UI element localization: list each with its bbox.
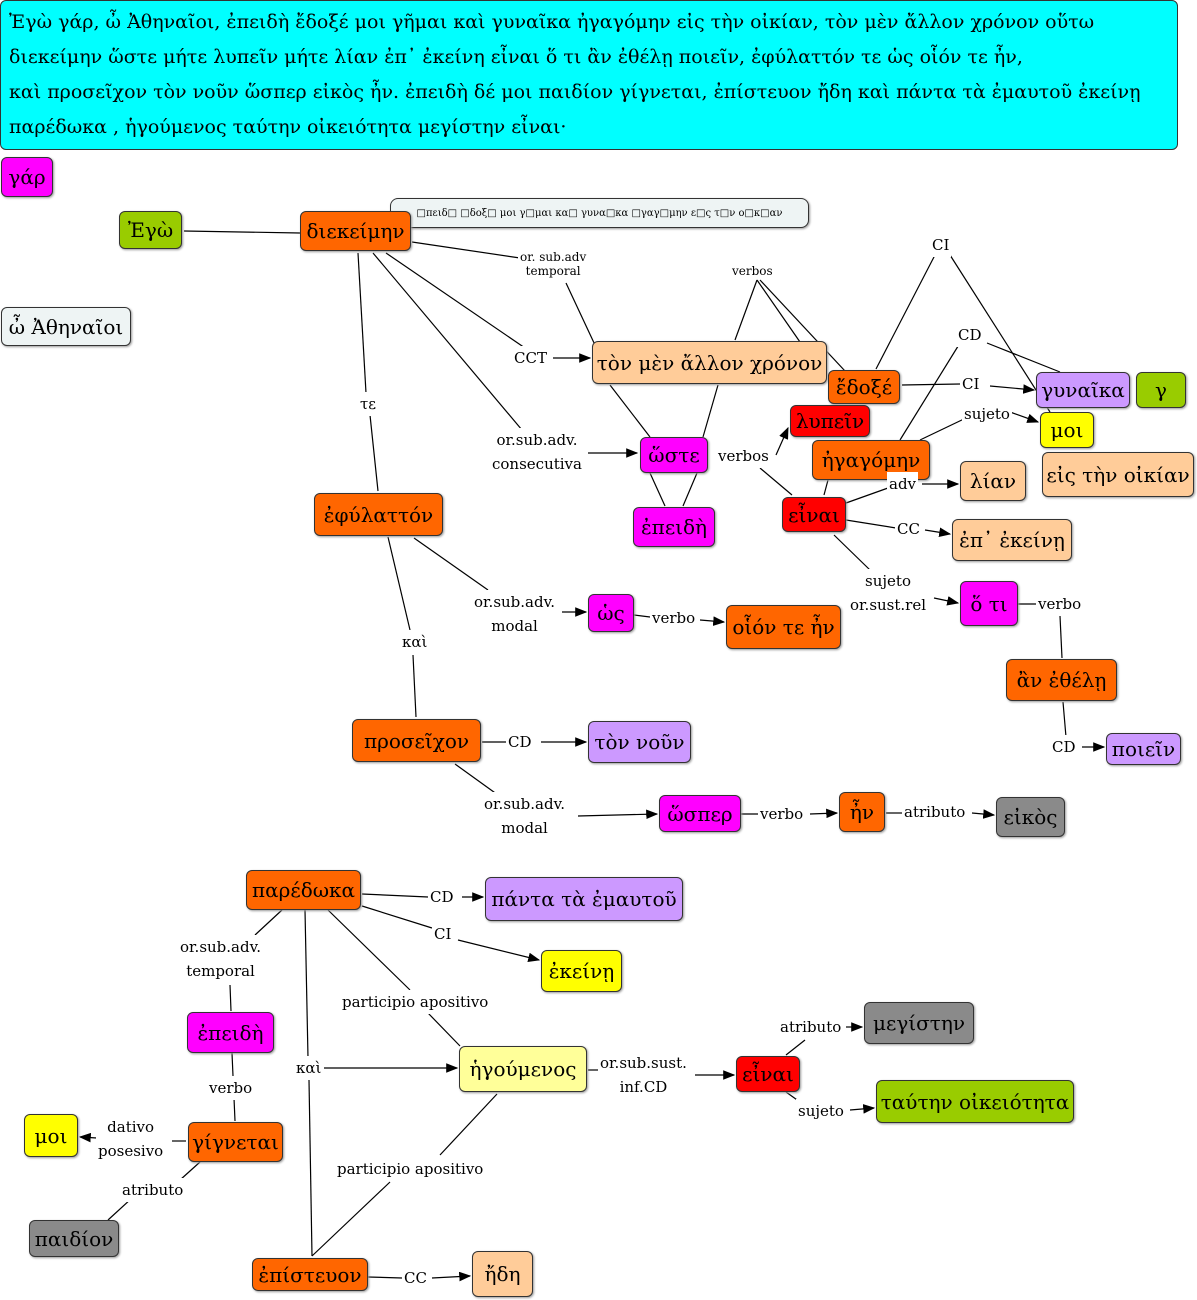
link-label: CI xyxy=(930,233,952,257)
link-label: verbo xyxy=(650,606,698,630)
node-poiein[interactable]: ποιεῖν xyxy=(1106,733,1181,765)
link-label: participio apositivo xyxy=(335,1157,486,1181)
node-paidion[interactable]: παιδίον xyxy=(29,1220,119,1257)
node-moi[interactable]: μοι xyxy=(1040,412,1094,448)
link-label: participio apositivo xyxy=(340,990,491,1014)
node-paredoka[interactable]: παρέδωκα xyxy=(246,870,361,910)
link-label: sujeto xyxy=(796,1099,846,1123)
link-label: καὶ xyxy=(294,1056,324,1080)
node-edoxe[interactable]: ἔδοξέ xyxy=(828,370,900,404)
node-hosper[interactable]: ὥσπερ xyxy=(659,795,741,832)
node-chronon[interactable]: τὸν μὲν ἄλλον χρόνον xyxy=(592,341,827,384)
node-megisten[interactable]: μεγίστην xyxy=(864,1002,974,1044)
node-hoti[interactable]: ὅ τι xyxy=(960,581,1018,626)
link-label: verbos xyxy=(716,444,771,468)
sentence-line: Ἐγὼ γάρ, ὦ Ἀθηναῖοι, ἐπειδὴ ἔδοξέ μοι γῆ… xyxy=(9,11,1095,33)
link-label: CD xyxy=(428,885,456,909)
link-label: atributo xyxy=(778,1015,844,1039)
link-label: atributo xyxy=(120,1178,186,1202)
node-en[interactable]: ἦν xyxy=(839,792,885,832)
sentence-line: διεκείμην ὥστε μήτε λυπεῖν μήτε λίαν ἐπ᾽… xyxy=(9,46,1023,68)
link-label: καὶ xyxy=(400,630,430,654)
sentence-line: καὶ προσεῖχον τὸν νοῦν ὥσπερ εἰκὸς ἦν. ἐ… xyxy=(9,81,1141,103)
node-epeide[interactable]: ἐπειδὴ xyxy=(633,507,715,547)
node-eikos[interactable]: εἰκὸς xyxy=(996,797,1065,837)
node-oikian[interactable]: εἰς τὴν οἰκίαν xyxy=(1042,452,1194,497)
node-noun[interactable]: τὸν νοῦν xyxy=(588,721,691,763)
node-episteuon[interactable]: ἐπίστευον xyxy=(252,1258,368,1291)
node-hoste[interactable]: ὥστε xyxy=(640,437,708,473)
link-label: or.sub.adv. modal xyxy=(472,590,558,638)
link-label: or.sub.adv. temporal xyxy=(178,935,264,983)
link-label: CCT xyxy=(512,346,549,370)
link-label: CI xyxy=(960,372,982,396)
node-hos[interactable]: ὡς xyxy=(588,594,634,632)
node-einai[interactable]: εἶναι xyxy=(782,497,846,532)
node-panta[interactable]: πάντα τὰ ἐμαυτοῦ xyxy=(485,877,683,921)
node-ego[interactable]: Ἐγὼ xyxy=(119,211,182,249)
link-label: or.sub.adv. modal xyxy=(482,792,568,840)
node-gar[interactable]: γάρ xyxy=(1,157,53,197)
link-label: CI xyxy=(432,922,454,946)
node-moi-2[interactable]: μοι xyxy=(24,1114,78,1157)
node-lian[interactable]: λίαν xyxy=(960,461,1026,501)
node-diekeimen[interactable]: διεκείμην xyxy=(300,211,411,251)
node-hegoumenos[interactable]: ἡγούμενος xyxy=(459,1046,587,1092)
node-proseichon[interactable]: προσεῖχον xyxy=(352,719,481,762)
link-label: sujeto xyxy=(962,402,1012,426)
link-label: or.sub.sust. inf.CD xyxy=(598,1051,689,1099)
link-label: verbos xyxy=(730,264,775,278)
link-label: dativo posesivo xyxy=(96,1115,166,1163)
node-ede[interactable]: ἤδη xyxy=(472,1251,533,1297)
sentence-text: Ἐγὼ γάρ, ὦ Ἀθηναῖοι, ἐπειδὴ ἔδοξέ μοι γῆ… xyxy=(0,0,1178,150)
node-einai-2[interactable]: εἶναι xyxy=(736,1056,800,1092)
node-athenaioi[interactable]: ὦ Ἀθηναῖοι xyxy=(1,307,131,346)
node-gynaika[interactable]: γυναῖκα xyxy=(1036,372,1130,408)
link-label: sujeto or.sust.rel xyxy=(848,569,929,617)
node-ep-ekeine[interactable]: ἐπ᾽ ἐκείνῃ xyxy=(952,519,1072,561)
node-ekeine[interactable]: ἐκείνῃ xyxy=(541,950,622,992)
link-label: atributo xyxy=(902,800,968,824)
link-label: CC xyxy=(895,517,922,541)
link-label: CD xyxy=(1050,735,1078,759)
sentence-line: παρέδωκα , ἡγούμενος ταύτην οἰκειότητα μ… xyxy=(9,116,567,138)
link-label: CD xyxy=(956,323,984,347)
link-label: verbo xyxy=(1036,592,1084,616)
node-ethele[interactable]: ἂν ἐθέλῃ xyxy=(1006,659,1117,701)
link-label: adv xyxy=(887,472,919,496)
tooltip: □πειδ□ □δοξ□ μοι γ□μαι κα□ γυνα□κα □γαγ□… xyxy=(390,198,809,228)
node-lypein[interactable]: λυπεῖν xyxy=(790,405,870,437)
link-label: verbo xyxy=(758,802,806,826)
link-label: CD xyxy=(506,730,534,754)
link-label: verbo xyxy=(207,1076,255,1100)
node-epeide-2[interactable]: ἐπειδὴ xyxy=(187,1012,274,1053)
node-gignetai[interactable]: γίγνεται xyxy=(188,1122,283,1162)
node-ephylatton[interactable]: ἐφύλαττόν xyxy=(314,493,443,536)
link-label: or. sub.adv temporal xyxy=(518,250,589,278)
link-label: CC xyxy=(402,1266,429,1290)
node-oikeioteta[interactable]: ταύτην οἰκειότητα xyxy=(876,1080,1074,1123)
link-label: or.sub.adv. consecutiva xyxy=(490,428,584,476)
node-hoion[interactable]: οἷόν τε ἦν xyxy=(726,605,841,649)
node-gynaika-green[interactable]: γ xyxy=(1136,372,1186,408)
link-label: τε xyxy=(358,392,379,416)
